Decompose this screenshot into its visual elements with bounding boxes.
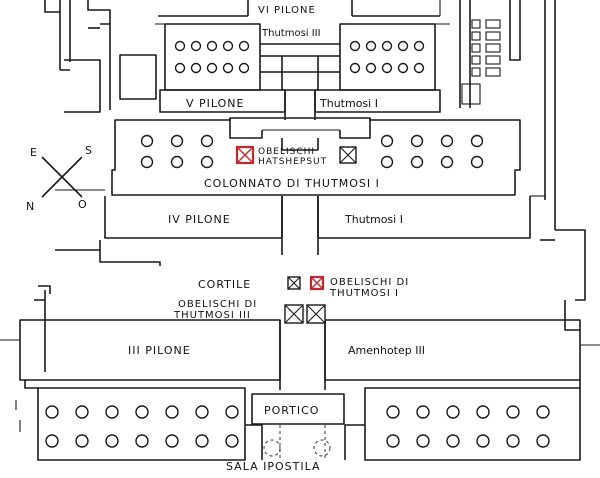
vi-left-hall-column	[222, 40, 234, 52]
label-iv-pilone: IV PILONE	[168, 213, 231, 226]
ipostila-right-column	[536, 405, 550, 419]
label-obelischi-thutmosi-i-2: THUTMOSI I	[329, 288, 399, 299]
colonnato-right-column	[410, 134, 424, 148]
ipostila-left-column	[105, 434, 119, 448]
ipostila-right-column	[416, 405, 430, 419]
label-iii-pilone: III PILONE	[128, 344, 191, 357]
colonnato-right-column	[380, 155, 394, 169]
compass-e: E	[30, 146, 38, 159]
vi-left-hall-column	[190, 40, 202, 52]
colonnato-right-column	[470, 134, 484, 148]
ipostila-right-column	[536, 434, 550, 448]
label-obelischi-thutmosi-iii-2: THUTMOSI III	[173, 310, 251, 321]
iv-pilone-band	[55, 189, 545, 255]
ipostila-right-column	[386, 405, 400, 419]
colonnato-left-column	[140, 134, 154, 148]
vi-left-hall-column	[206, 62, 218, 74]
vi-right-hall-column	[397, 40, 409, 52]
label-portico: PORTICO	[264, 404, 319, 417]
obelisk-hatshepsut-north	[235, 145, 255, 165]
ipostila-left-column	[165, 405, 179, 419]
ipostila-right-column	[506, 434, 520, 448]
colonnato-hall	[111, 117, 521, 196]
vi-right-hall-column	[349, 40, 361, 52]
ipostila-left-column	[135, 405, 149, 419]
label-obelischi-thutmosi-i-1: OBELISCHI DI	[330, 277, 409, 288]
ipostila-right-column	[416, 434, 430, 448]
label-cortile: CORTILE	[198, 278, 251, 291]
vi-right-hall-column	[413, 40, 425, 52]
colonnato-left-column	[170, 134, 184, 148]
ipostila-right-column	[446, 434, 460, 448]
label-thutmosi-i-top: Thutmosi I	[319, 97, 378, 110]
obelisk-thutmosi-iii-north	[284, 304, 304, 324]
label-vi-pilone: VI PILONE	[258, 5, 316, 16]
vi-right-hall-column	[413, 62, 425, 74]
colonnato-right-column	[440, 134, 454, 148]
label-amenhotep: Amenhotep III	[348, 344, 425, 357]
colonnato-left-column	[140, 155, 154, 169]
compass-n: N	[26, 200, 35, 213]
column-grid	[45, 40, 550, 448]
colonnato-right-column	[470, 155, 484, 169]
colonnato-left-column	[200, 134, 214, 148]
ipostila-left-column	[135, 434, 149, 448]
portico-box	[251, 393, 345, 425]
ipostila-left-column	[165, 434, 179, 448]
ipostila-left-column	[195, 434, 209, 448]
obelisk-thutmosi-i-north	[287, 276, 301, 290]
vi-right-hall-column	[365, 62, 377, 74]
v-pilone-band	[159, 89, 441, 120]
label-vi-pilone-sub: Thutmosi III	[261, 28, 321, 39]
ipostila-left-column	[105, 405, 119, 419]
vi-right-hall-column	[349, 62, 361, 74]
colonnato-left-column	[200, 155, 214, 169]
label-obelischi-hatshepsut-2: HATSHEPSUT	[258, 157, 327, 167]
label-v-pilone: V PILONE	[186, 97, 244, 110]
ipostila-left-column	[195, 405, 209, 419]
label-colonnato: COLONNATO DI THUTMOSI I	[204, 177, 380, 190]
colonnato-right-column	[410, 155, 424, 169]
ipostila-left-column	[45, 405, 59, 419]
ipostila-right-column	[386, 434, 400, 448]
ipostila-right-column	[446, 405, 460, 419]
vi-left-hall-column	[174, 40, 186, 52]
colonnato-right-column	[380, 134, 394, 148]
vi-left-hall-column	[222, 62, 234, 74]
ipostila-left-column	[75, 405, 89, 419]
east-precinct-walls	[44, 0, 556, 230]
ipostila-right-column	[506, 405, 520, 419]
vi-right-hall-column	[397, 62, 409, 74]
compass-o: O	[78, 198, 88, 211]
label-obelischi-hatshepsut-1: OBELISCHI	[258, 147, 315, 157]
vi-left-hall-column	[238, 62, 250, 74]
ipostila-left-column	[225, 434, 239, 448]
obelisk-hatshepsut-south	[339, 146, 357, 164]
vi-right-hall-column	[365, 40, 377, 52]
ipostila-right-column	[476, 434, 490, 448]
obelisk-thutmosi-iii-south	[306, 304, 326, 324]
cortile-walls	[34, 229, 586, 372]
label-thutmosi-i-mid: Thutmosi I	[344, 213, 403, 226]
label-sala-ipostila: SALA IPOSTILA	[226, 460, 321, 473]
vi-right-hall-column	[381, 62, 393, 74]
compass-rose: E S N O	[26, 144, 93, 213]
compass-s: S	[85, 144, 93, 157]
vi-right-hall-column	[381, 40, 393, 52]
label-obelischi-thutmosi-iii-1: OBELISCHI DI	[178, 299, 257, 310]
vi-left-hall-column	[206, 40, 218, 52]
sala-ipostila-halls	[15, 380, 581, 461]
ipostila-right-column	[476, 405, 490, 419]
colonnato-right-column	[440, 155, 454, 169]
obelisk-thutmosi-i-south	[309, 275, 325, 291]
iii-pilone-band	[0, 319, 600, 390]
vi-left-hall-column	[238, 40, 250, 52]
ipostila-left-column	[75, 434, 89, 448]
vi-left-hall-column	[190, 62, 202, 74]
colonnato-left-column	[170, 155, 184, 169]
ipostila-left-column	[225, 405, 239, 419]
vi-left-hall-column	[174, 62, 186, 74]
ipostila-left-column	[45, 434, 59, 448]
